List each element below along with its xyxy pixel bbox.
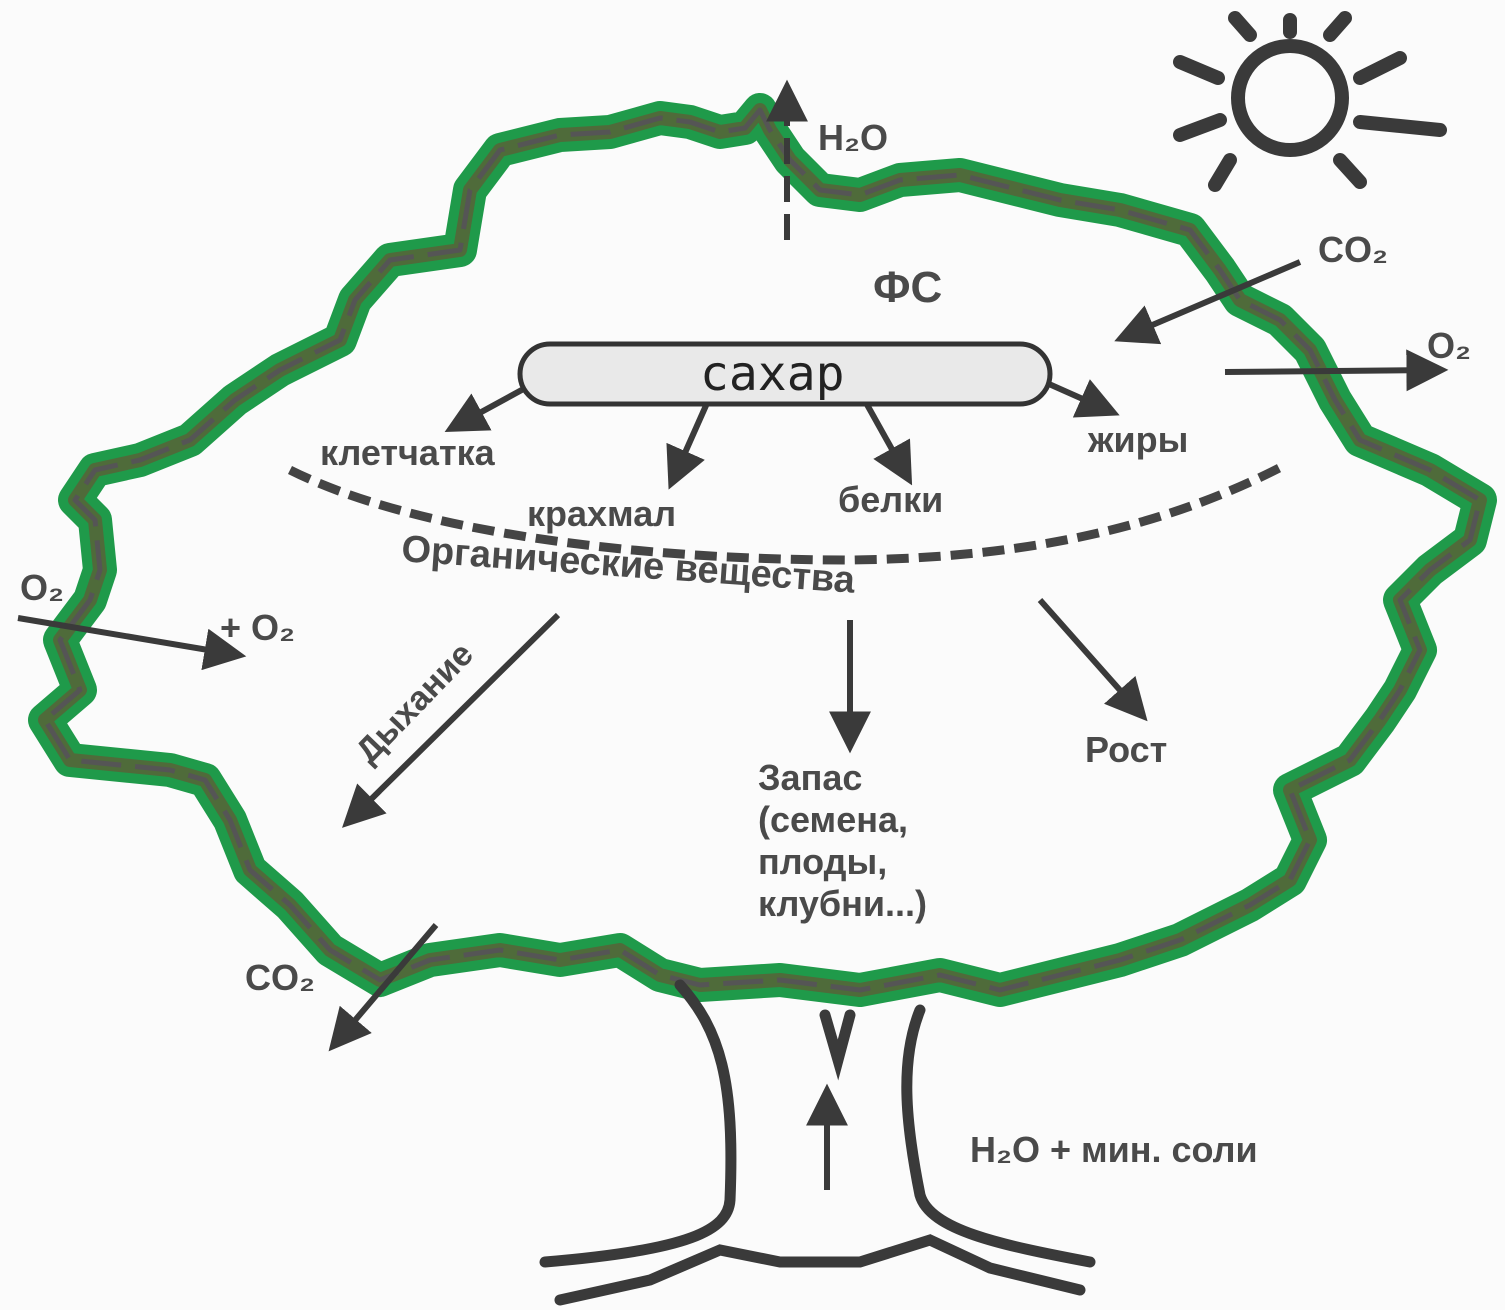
label-growth: Рост [1085, 729, 1167, 770]
label-storage-1: Запас [758, 757, 862, 798]
label-o2-left: O₂ [20, 567, 64, 608]
label-h2o-top: H₂O [818, 117, 888, 158]
tree-trunk [539, 979, 1096, 1306]
arrow-o2-left [17, 615, 247, 671]
label-o2-out: O₂ [1427, 325, 1471, 366]
label-proteins: белки [838, 479, 943, 520]
organic-substances-arc [287, 461, 1288, 565]
arrow-co2-in [1114, 259, 1302, 345]
label-co2-in: CO₂ [1318, 229, 1388, 270]
arrow-respiration [342, 612, 561, 828]
label-storage-4: клубни...) [758, 883, 927, 924]
label-storage-3: плоды, [758, 841, 887, 882]
arrow-growth [1037, 598, 1148, 722]
label-organic: Органические вещества [400, 528, 857, 602]
label-fats: жиры [1087, 419, 1188, 460]
label-respiration: Дыхание [348, 635, 481, 770]
arrow-o2-out [1224, 349, 1449, 392]
label-water-salts: H₂O + мин. соли [970, 1129, 1258, 1170]
label-plus-o2: + O₂ [220, 607, 295, 648]
arrow-co2-out [328, 923, 439, 1052]
sugar-capsule: сахар [517, 341, 1053, 407]
label-sugar: сахар [700, 346, 845, 402]
label-cellulose: клетчатка [320, 432, 496, 473]
label-storage-2: (семена, [758, 799, 908, 840]
sun-icon [1173, 11, 1447, 192]
arrow-to-fats [1038, 377, 1120, 418]
label-starch: крахмал [527, 493, 676, 534]
label-fs: ФС [873, 263, 942, 312]
label-co2-out: CO₂ [245, 957, 315, 998]
arrow-to-starch [666, 390, 715, 490]
